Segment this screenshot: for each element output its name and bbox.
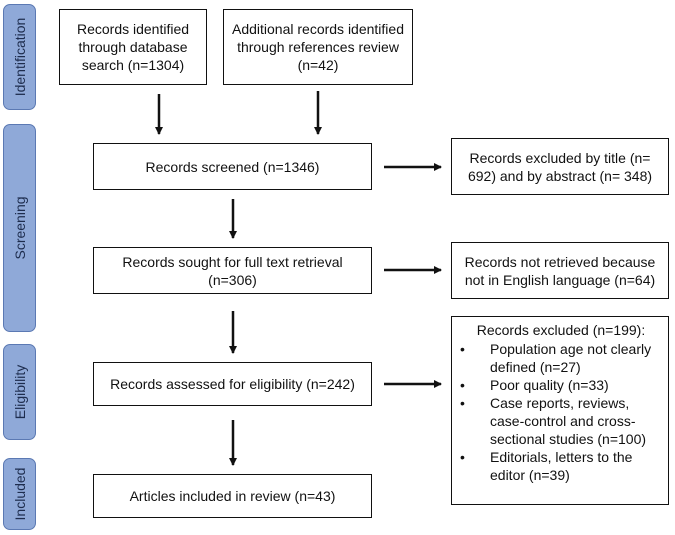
phase-eligibility: Eligibility <box>3 344 36 440</box>
excluded-reason-item: • Population age not clearly defined (n=… <box>460 340 662 376</box>
box-database-records: Records identified through database sear… <box>59 9 207 85</box>
box-screened-text: Records screened (n=1346) <box>145 158 320 175</box>
box-database-text: Records identified through database sear… <box>76 21 190 73</box>
excluded-reason-text: Editorials, letters to the editor (n=39) <box>490 449 633 483</box>
box-records-screened: Records screened (n=1346) <box>93 143 372 190</box>
box-not-retrieved: Records not retrieved because not in Eng… <box>451 242 669 299</box>
excluded-reason-item: • Editorials, letters to the editor (n=3… <box>460 448 662 484</box>
phase-included: Included <box>3 458 36 530</box>
excluded-reason-item: • Case reports, reviews, case-control an… <box>460 394 662 448</box>
box-included-text: Articles included in review (n=43) <box>129 488 336 504</box>
box-records-excluded: Records excluded (n=199): • Population a… <box>451 316 669 505</box>
excluded-reason-item: • Poor quality (n=33) <box>460 376 662 394</box>
bullet-marker: • <box>460 341 465 357</box>
box-references-records: Additional records identified through re… <box>223 9 413 85</box>
box-not-retrieved-text: Records not retrieved because not in Eng… <box>464 253 656 288</box>
box-references-text: Additional records identified through re… <box>232 21 404 73</box>
excluded-heading: Records excluded (n=199): <box>476 322 646 338</box>
excluded-reasons-list: • Population age not clearly defined (n=… <box>460 340 662 484</box>
box-eligibility-text: Records assessed for eligibility (n=242) <box>110 376 355 392</box>
box-assessed-eligibility: Records assessed for eligibility (n=242) <box>93 362 372 406</box>
box-excluded-title-abstract: Records excluded by title (n= 692) and b… <box>451 138 669 195</box>
bullet-marker: • <box>460 377 465 393</box>
box-excluded-title-text: Records excluded by title (n= 692) and b… <box>467 149 653 184</box>
bullet-marker: • <box>460 395 465 411</box>
box-articles-included: Articles included in review (n=43) <box>93 474 372 518</box>
phase-identification: Identification <box>3 4 36 110</box>
box-retrieval-text: Records sought for full text retrieval (… <box>122 253 343 288</box>
phase-screening: Screening <box>3 124 36 332</box>
excluded-reason-text: Population age not clearly defined (n=27… <box>490 341 652 375</box>
excluded-reason-text: Poor quality (n=33) <box>490 377 609 393</box>
bullet-marker: • <box>460 449 465 465</box>
excluded-reason-text: Case reports, reviews, case-control and … <box>490 395 647 447</box>
box-full-text-retrieval: Records sought for full text retrieval (… <box>93 247 372 294</box>
